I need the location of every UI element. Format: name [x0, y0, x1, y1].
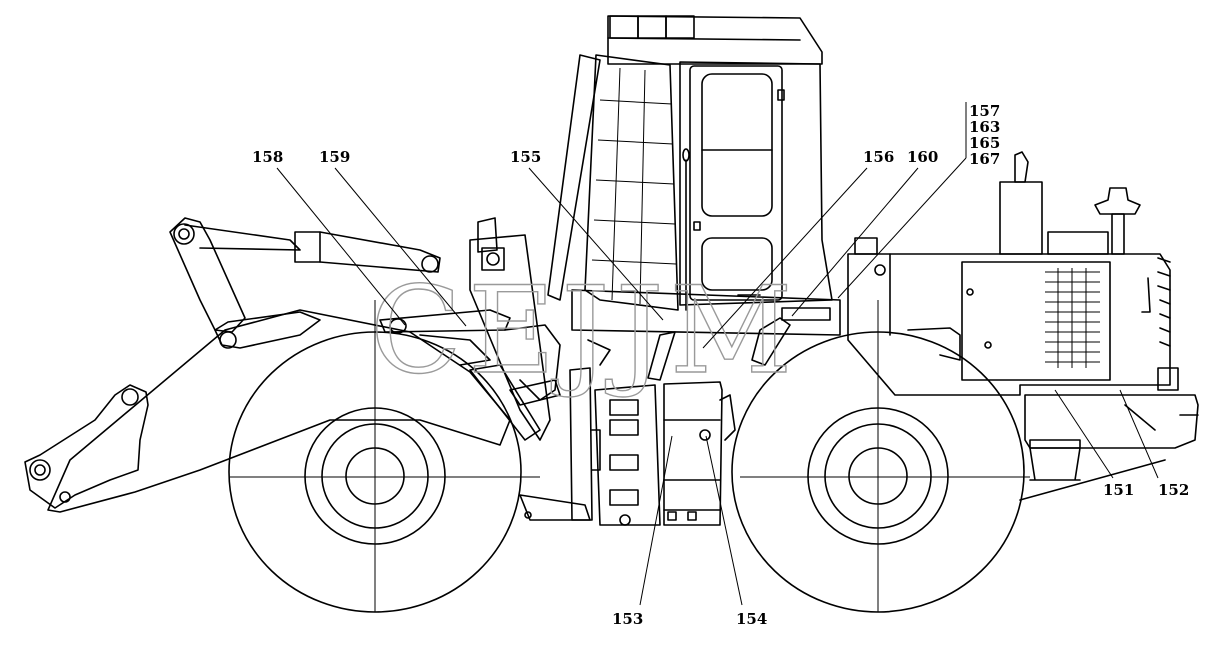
leader-lines	[276, 102, 1159, 606]
rear-wheel	[731, 331, 1025, 613]
callout-159: 159	[319, 148, 350, 166]
callout-154: 154	[736, 610, 767, 628]
front-wheel	[228, 331, 522, 613]
callout-156: 156	[863, 148, 894, 166]
callout-155: 155	[510, 148, 541, 166]
loader-arm	[24, 217, 561, 513]
callout-165: 165	[969, 134, 1000, 152]
callout-152: 152	[1158, 481, 1189, 499]
callout-153: 153	[612, 610, 643, 628]
center-lines	[230, 300, 1030, 612]
callout-158: 158	[252, 148, 283, 166]
callout-167: 167	[969, 150, 1000, 168]
callouts: 158 159 155 156 160 157 163 165 167 151 …	[252, 102, 1189, 628]
hydraulic-tank	[663, 381, 736, 526]
cab	[547, 15, 841, 381]
callout-157: 157	[969, 102, 1000, 120]
cab-guard-grid	[591, 67, 677, 305]
callout-151: 151	[1103, 481, 1134, 499]
callout-160: 160	[907, 148, 938, 166]
center-hinge	[569, 367, 661, 526]
hood-grille	[1045, 268, 1100, 368]
engine-hood	[847, 151, 1199, 501]
watermark: CEJJM	[370, 262, 799, 401]
callout-163: 163	[969, 118, 1000, 136]
front-frame	[379, 309, 591, 521]
